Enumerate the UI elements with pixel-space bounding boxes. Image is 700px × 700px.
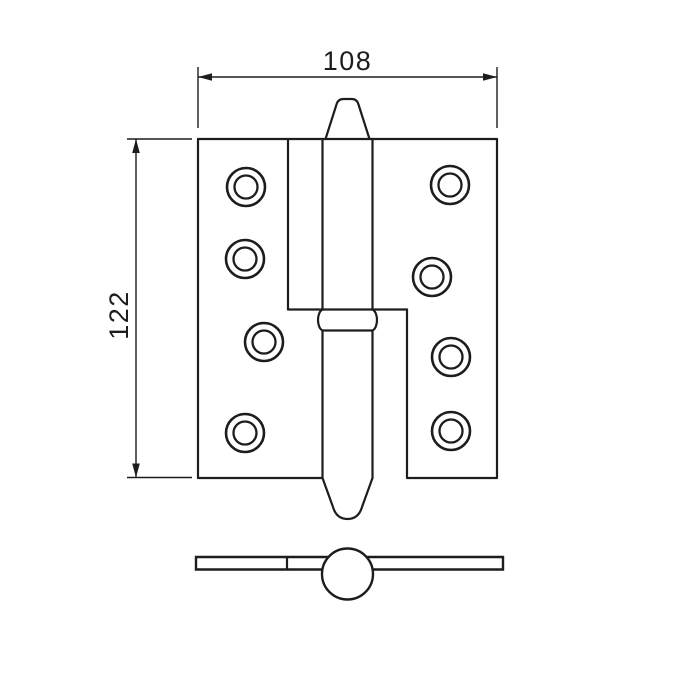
pin-tip — [321, 476, 374, 521]
pin-shaft-upper — [321, 137, 374, 311]
pin-cap — [324, 97, 371, 141]
screw-hole-left-leaf-4-inner-ring — [232, 420, 258, 446]
pin-collar — [316, 308, 379, 332]
width-arrow-right — [483, 73, 497, 81]
right-leaf-outline — [405, 137, 499, 480]
height-arrow-bottom — [132, 463, 140, 478]
height-dimension-value: 122 — [104, 290, 134, 340]
height-dimension: 122 — [104, 138, 192, 479]
screw-hole-right-leaf-4-outer-ring — [430, 410, 472, 452]
screw-hole-right-leaf-1-outer-ring — [429, 164, 471, 206]
width-dimension-value: 108 — [323, 46, 373, 76]
plan-view — [194, 547, 505, 601]
screw-hole-left-leaf-2-outer-ring — [224, 238, 266, 280]
pin-shaft-lower — [321, 329, 374, 480]
screw-hole-left-leaf-4-outer-ring — [224, 412, 266, 454]
screw-hole-left-leaf-1-inner-ring — [233, 174, 259, 200]
left-leaf-outline — [196, 137, 324, 480]
screw-hole-right-leaf-4-inner-ring — [438, 418, 464, 444]
screw-hole-left-leaf-3-inner-ring — [251, 329, 277, 355]
plan-knuckle-circle — [320, 547, 375, 601]
screw-hole-right-leaf-1-inner-ring — [437, 172, 463, 198]
screw-hole-right-leaf-2-inner-ring — [419, 264, 445, 290]
screw-hole-left-leaf-1-outer-ring — [225, 166, 267, 208]
screw-holes-layer — [224, 164, 472, 454]
screw-hole-left-leaf-3-outer-ring — [243, 321, 285, 363]
width-arrow-left — [198, 73, 212, 81]
front-view — [196, 97, 499, 521]
screw-hole-right-leaf-3-inner-ring — [438, 344, 464, 370]
screw-hole-right-leaf-3-outer-ring — [430, 336, 472, 378]
screw-hole-left-leaf-2-inner-ring — [232, 246, 258, 272]
width-dimension: 108 — [197, 46, 498, 128]
screw-hole-right-leaf-2-outer-ring — [411, 256, 453, 298]
height-arrow-top — [132, 139, 140, 153]
